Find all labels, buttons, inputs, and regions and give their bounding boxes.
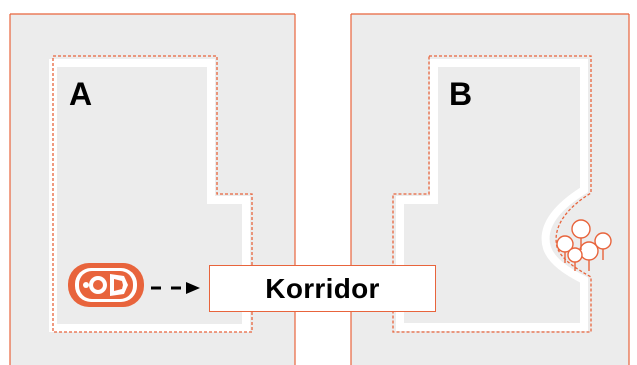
zone-b-panel <box>350 13 630 365</box>
corridor-box: Korridor <box>209 265 436 312</box>
corridor-label: Korridor <box>265 272 380 304</box>
zone-b-border-strip <box>396 59 588 331</box>
zone-a-label: A <box>69 76 93 112</box>
zone-b-label: B <box>449 76 473 112</box>
zone-a-boundary-wire <box>52 55 253 333</box>
dashed-arrow-icon <box>151 282 200 294</box>
robotic-lawnmower-icon <box>68 263 144 307</box>
zone-a-panel <box>9 13 296 365</box>
tree-cluster-icon <box>556 219 612 271</box>
